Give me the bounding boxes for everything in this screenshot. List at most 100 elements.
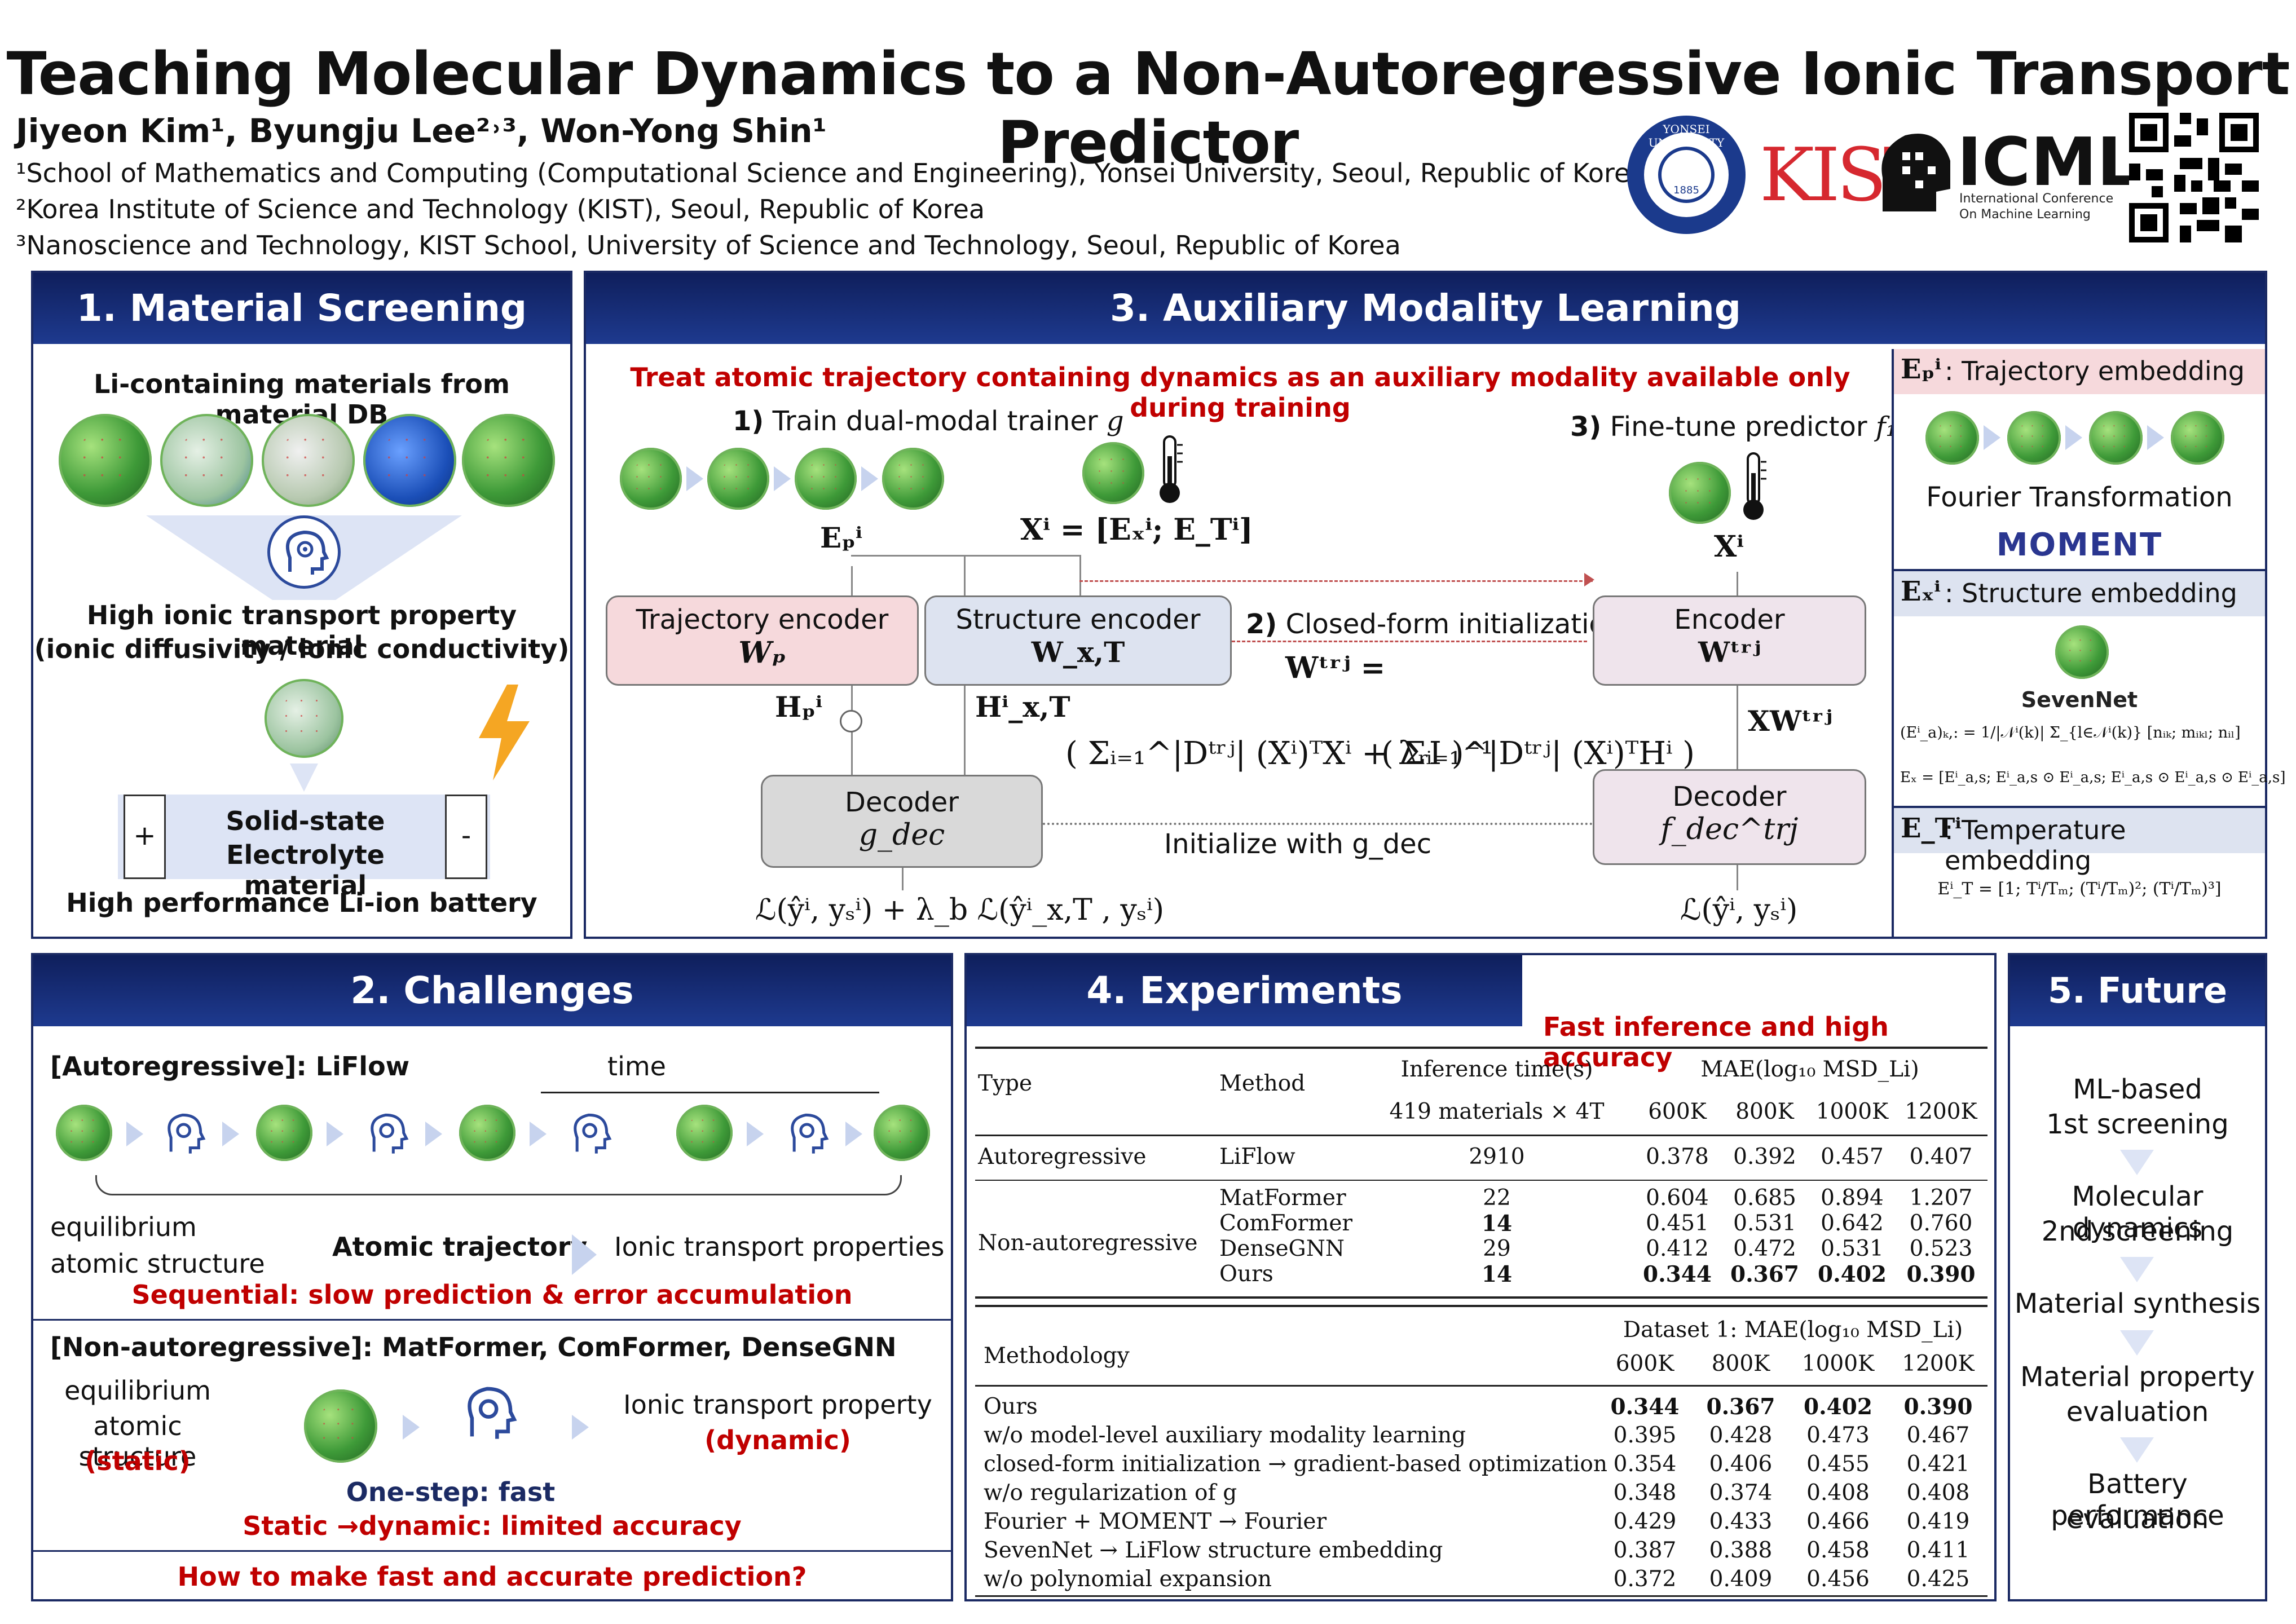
nar-equilibrium-1: equilibrium [64, 1375, 211, 1406]
t1-header-mae: MAE(log₁₀ MSD_Li) [1700, 1057, 1919, 1082]
affiliation-3: ³Nanoscience and Technology, KIST School… [16, 230, 1401, 261]
autoregressive-heading: [Autoregressive]: LiFlow [50, 1051, 410, 1082]
one-step-label: One-step: fast [346, 1477, 556, 1507]
cathode-minus: - [445, 795, 487, 879]
section-challenges: 2. Challenges [Autoregressive]: LiFlow t… [31, 953, 953, 1601]
step-2-text: Closed-form initialization [1285, 608, 1623, 640]
step-1-var: g [1106, 405, 1124, 437]
predictor-encoder-label: Encoder [1674, 604, 1785, 636]
trajectory-frame [1925, 411, 1979, 465]
trajectory-brace [95, 1175, 902, 1195]
structure-formula-2: Eₓ = [Eⁱ_a,s; Eⁱ_a,s ⊙ Eⁱ_a,s; Eⁱ_a,s ⊙ … [1900, 769, 2286, 786]
yonsei-logo-year: 1885 [1673, 184, 1699, 196]
ablation-method: Ours [984, 1394, 1038, 1419]
nonautoregressive-heading: [Non-autoregressive]: MatFormer, ComForm… [50, 1332, 897, 1362]
t1-nar-mae: 0.412 [1646, 1236, 1709, 1261]
ai-head-icon [561, 1105, 617, 1161]
t1-ar-mae: 0.407 [1909, 1144, 1973, 1170]
section-1-title: 1. Material Screening [33, 273, 570, 344]
ablation-mae: 0.348 [1613, 1480, 1677, 1506]
hx-label: Hⁱ_x,T [975, 690, 1070, 723]
t1-nar-inference: 22 [1483, 1185, 1511, 1211]
t1-nar-inference: 29 [1483, 1236, 1511, 1261]
ablation-mae: 0.409 [1709, 1566, 1773, 1592]
t1-nar-mae: 0.685 [1733, 1185, 1796, 1211]
ablation-mae: 0.428 [1709, 1423, 1773, 1448]
fourier-label: Fourier Transformation [1926, 482, 2233, 513]
ai-head-icon [155, 1105, 211, 1161]
t1-ar-method: LiFlow [1219, 1144, 1295, 1170]
t1-ar-inference: 2910 [1469, 1144, 1525, 1170]
x-equation: Xⁱ = [Eₓⁱ; E_Tⁱ] [1020, 513, 1253, 547]
t1-nar-mae: 0.531 [1733, 1211, 1796, 1236]
future-step-4-line-2: evaluation [2066, 1396, 2209, 1428]
trajectory-frame [874, 1105, 930, 1161]
ablation-mae: 0.467 [1906, 1423, 1970, 1448]
init-arrow-head [1584, 573, 1594, 586]
ablation-mae: 0.411 [1906, 1538, 1970, 1563]
section-5-title: 5. Future Work [2010, 955, 2265, 1082]
xi-label: Xⁱ [1714, 529, 1744, 564]
t1-nar-mae: 1.207 [1909, 1185, 1973, 1211]
ablation-mae: 0.390 [1903, 1394, 1973, 1420]
atomic-trajectory-label: Atomic trajectory [332, 1232, 588, 1262]
ablation-mae: 0.433 [1709, 1509, 1773, 1534]
section-2-title: 2. Challenges [33, 955, 951, 1026]
structure-embedding-header: Eₓⁱ : Structure embedding [1894, 571, 2265, 616]
selected-crystal-image [265, 679, 343, 758]
structure-crystal [1082, 442, 1144, 504]
future-step-3: Material synthesis [2014, 1288, 2261, 1320]
predictor-decoder-label: Decoder [1672, 781, 1787, 813]
structure-crystal [2055, 625, 2109, 679]
ablation-mae: 0.354 [1613, 1451, 1677, 1477]
ablation-mae: 0.419 [1906, 1509, 1970, 1534]
aux-modality-subtitle: Treat atomic trajectory containing dynam… [630, 362, 1850, 423]
t1-nar-mae: 0.604 [1646, 1185, 1709, 1211]
section-material-screening: 1. Material Screening Li-containing mate… [31, 271, 572, 939]
ablation-mae: 0.374 [1709, 1480, 1773, 1506]
ar-equilibrium-2: atomic structure [50, 1248, 265, 1279]
ep-label: Eₚⁱ [820, 521, 862, 554]
t1-nar-mae: 0.472 [1733, 1236, 1796, 1261]
t1-temp-600: 600K [1648, 1099, 1707, 1124]
ablation-method: w/o regularization of g [984, 1480, 1237, 1506]
structure-encoder: Structure encoder W_x,T [924, 595, 1232, 686]
t1-temp-1000: 1000K [1815, 1099, 1889, 1124]
section-auxiliary-modality: 3. Auxiliary Modality Learning Treat ato… [584, 271, 2286, 939]
crystal-image [462, 414, 555, 507]
trajectory-embedding-header: Eₚⁱ : Trajectory embedding [1894, 349, 2265, 394]
predictor-loss: ℒ(ŷⁱ, yₛⁱ) [1680, 893, 1798, 927]
wtrj-equation: Wᵗʳʲ = [1285, 651, 1386, 685]
electrolyte-line-2: Electrolyte material [226, 840, 385, 901]
future-step-5-line-1: Battery performance [2051, 1468, 2224, 1532]
electrolyte-cell [118, 795, 490, 879]
ablation-mae: 0.429 [1613, 1509, 1677, 1534]
ablation-mae: 0.367 [1706, 1394, 1775, 1420]
crystal-image [363, 414, 456, 507]
hp-label: Hₚⁱ [775, 690, 823, 723]
down-arrow [2120, 1150, 2154, 1175]
closed-form-left: ( Σᵢ₌₁^|Dᵗʳʲ| (Xⁱ)ᵀXⁱ + λᵣI )⁻¹ [1065, 735, 1493, 772]
t1-nar-mae: 0.451 [1646, 1211, 1709, 1236]
arrow-right [686, 466, 703, 491]
section-4-title: 4. Experiments [967, 955, 1522, 1026]
t1-temp-800: 800K [1735, 1099, 1794, 1124]
qr-code[interactable] [2129, 113, 2259, 242]
arrow-right [774, 466, 791, 491]
t1-ar-mae: 0.392 [1733, 1144, 1796, 1170]
trajectory-embedding-title: : Trajectory embedding [1945, 356, 2245, 386]
crystal-image [262, 414, 355, 507]
poster-title: Teaching Molecular Dynamics to a Non-Aut… [6, 39, 2290, 177]
t1-nar-mae: 0.523 [1909, 1236, 1973, 1261]
section-3-title: 3. Auxiliary Modality Learning [586, 273, 2265, 344]
ablation-mae: 0.388 [1709, 1538, 1773, 1563]
static-label: (static) [85, 1446, 191, 1476]
time-label: time [607, 1051, 666, 1082]
high-property-line-1: High ionic transport property material [86, 600, 517, 661]
ablation-method: closed-form initialization → gradient-ba… [984, 1451, 1607, 1477]
affiliation-1: ¹School of Mathematics and Computing (Co… [16, 158, 1646, 188]
t1-nar-mae: 0.760 [1909, 1211, 1973, 1236]
ablation-mae: 0.406 [1709, 1451, 1773, 1477]
icml-head-icon [1871, 127, 1956, 223]
ablation-mae: 0.387 [1613, 1538, 1677, 1563]
